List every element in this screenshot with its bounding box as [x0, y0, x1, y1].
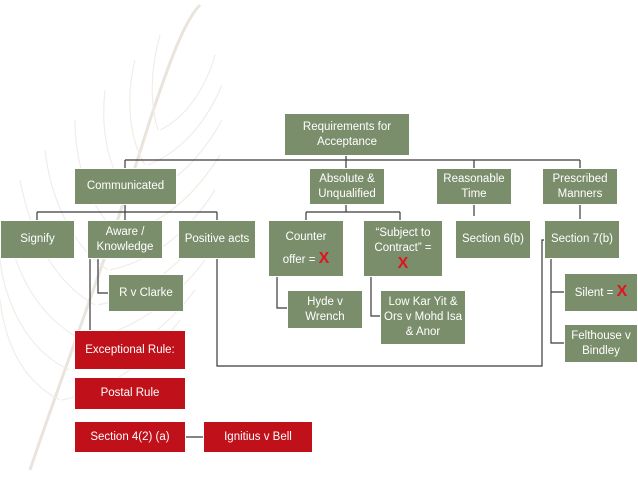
node-absolute-label: Absolute & Unqualified — [318, 172, 376, 200]
node-requirements-label: Requirements for Acceptance — [302, 120, 392, 148]
node-counter-label-1: Counter — [285, 230, 327, 243]
node-hyde-v-wrench: Hyde v Wrench — [287, 290, 363, 329]
node-section-4-2-a: Section 4(2) (a) — [74, 421, 186, 453]
node-reasonable-time: Reasonable Time — [436, 168, 512, 205]
node-ignitius-v-bell: Ignitius v Bell — [203, 421, 313, 453]
node-reasonable-label: Reasonable Time — [443, 172, 505, 200]
x-mark-icon: X — [616, 283, 628, 300]
node-absolute-unqualified: Absolute & Unqualified — [309, 168, 385, 205]
node-section-7b: Section 7(b) — [544, 220, 620, 259]
node-felthouse-label: Felthouse v Bindley — [571, 329, 631, 357]
node-postal-rule: Postal Rule — [74, 377, 186, 410]
node-silent-label: Silent = — [574, 287, 614, 299]
x-mark-icon: X — [397, 255, 409, 272]
node-aware-label: Aware / Knowledge — [96, 225, 154, 253]
node-signify: Signify — [0, 220, 75, 259]
node-counter-label-2: offer = — [282, 253, 316, 266]
node-exceptional-label: Exceptional Rule: — [85, 343, 175, 356]
node-low-kar-yit: Low Kar Yit & Ors v Mohd Isa & Anor — [380, 290, 466, 345]
node-low-kar-label: Low Kar Yit & Ors v Mohd Isa & Anor — [384, 296, 462, 338]
node-communicated-label: Communicated — [86, 180, 165, 192]
node-positive-acts: Positive acts — [178, 220, 256, 259]
node-ignitius-label: Ignitius v Bell — [224, 430, 292, 443]
node-r-v-clarke-label: R v Clarke — [119, 286, 173, 299]
node-aware-knowledge: Aware / Knowledge — [87, 220, 163, 259]
node-section7b-label: Section 7(b) — [550, 233, 613, 245]
node-prescribed-manners: Prescribed Manners — [542, 168, 618, 205]
node-subject-label: “Subject to Contract” = — [374, 227, 432, 254]
x-mark-icon: X — [318, 249, 330, 267]
node-felthouse-v-bindley: Felthouse v Bindley — [564, 324, 638, 363]
node-hyde-label: Hyde v Wrench — [305, 295, 345, 323]
node-counter-offer: Counter offer = X — [268, 220, 344, 277]
connector-lines — [36, 156, 581, 438]
node-silent: Silent = X — [564, 273, 638, 312]
node-section42a-label: Section 4(2) (a) — [90, 430, 170, 443]
node-r-v-clarke: R v Clarke — [108, 274, 184, 312]
node-signify-label: Signify — [20, 233, 55, 245]
node-requirements-for-acceptance: Requirements for Acceptance — [284, 113, 410, 156]
node-postal-label: Postal Rule — [100, 387, 160, 399]
node-section-6b: Section 6(b) — [455, 220, 531, 259]
node-positive-label: Positive acts — [184, 233, 250, 245]
node-section6b-label: Section 6(b) — [461, 233, 524, 245]
node-prescribed-label: Prescribed Manners — [552, 172, 608, 200]
node-subject-to-contract: “Subject to Contract” = X — [363, 220, 443, 277]
node-exceptional-rule: Exceptional Rule: — [74, 330, 186, 370]
node-communicated: Communicated — [74, 168, 177, 205]
